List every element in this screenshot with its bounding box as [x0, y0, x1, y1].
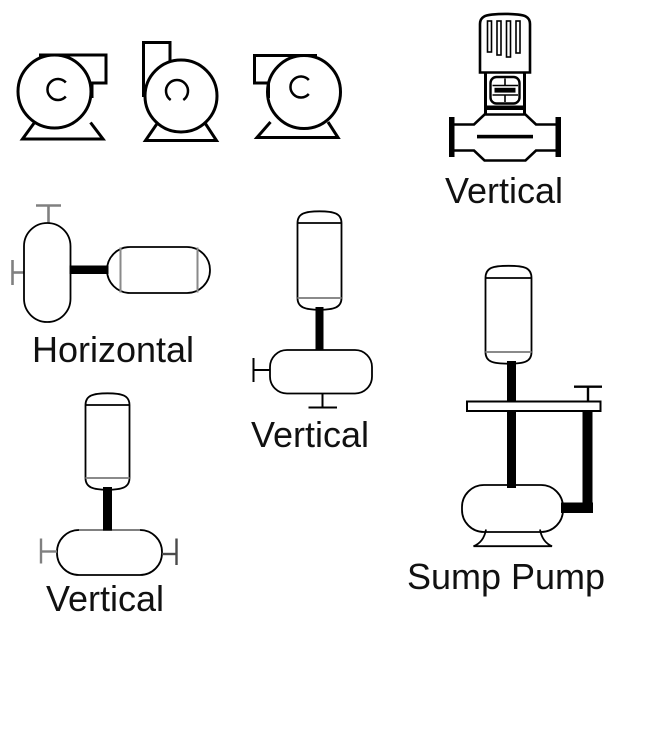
centrifugal-pump-icon-1 [16, 53, 108, 141]
label-sump-pump: Sump Pump [406, 556, 606, 597]
label-vertical-inline: Vertical [444, 170, 564, 211]
vertical-pump-icon-middle [252, 210, 373, 409]
label-vertical-middle: Vertical [250, 414, 370, 455]
horizontal-pump-icon [11, 204, 211, 323]
inline-vertical-pump-icon [449, 12, 561, 162]
label-vertical-bottom-left: Vertical [45, 578, 165, 619]
vertical-pump-icon-bottom-left [39, 392, 178, 576]
sump-pump-icon [461, 264, 602, 548]
centrifugal-pump-icon-2 [142, 41, 220, 142]
centrifugal-pump-icon-3 [253, 54, 342, 139]
label-horizontal: Horizontal [31, 329, 195, 370]
